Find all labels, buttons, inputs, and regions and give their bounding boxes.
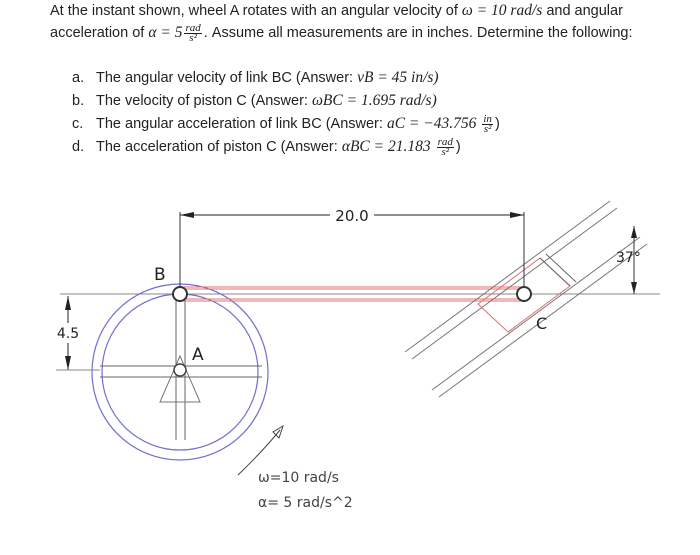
pin-support-a [159, 354, 201, 403]
mechanism-figure: 20.0 4.5 37° B A C [50, 200, 660, 476]
pin-a [173, 363, 187, 377]
alpha-expression: α = 5 [148, 24, 183, 41]
problem-statement: At the instant shown, wheel A rotates wi… [50, 0, 690, 44]
piston-c [477, 253, 577, 333]
dimension-horizontal: 20.0 [179, 207, 525, 288]
wheel-a [91, 283, 269, 461]
angle-37-label: 37° [616, 250, 641, 266]
pin-c [516, 286, 532, 302]
given-parameters: ω=10 rad/s α= 5 rad/s^2 [258, 466, 353, 516]
alpha-note: α= 5 rad/s^2 [258, 495, 353, 511]
label-c: C [536, 314, 547, 333]
label-a: A [192, 345, 204, 365]
dimension-4-5-label: 4.5 [57, 326, 79, 342]
line2-post: . Assume all measurements are in inches.… [203, 25, 633, 41]
dimension-20-label: 20.0 [335, 207, 368, 225]
omega-note: ω=10 rad/s [258, 470, 339, 486]
line1-pre: At the instant shown, wheel A rotates wi… [50, 3, 458, 19]
angle-dimension: 37° [616, 226, 641, 294]
line2-pre: acceleration of [50, 25, 145, 41]
omega-expression: ω = 10 rad/s [461, 2, 543, 19]
link-bc [180, 286, 525, 302]
label-b: B [154, 265, 166, 285]
line1-post: and angular [546, 3, 623, 19]
dimension-vertical: 4.5 [50, 296, 100, 371]
guide-rails [404, 200, 648, 398]
question-item-b: b.The velocity of piston C (Answer: ωBC … [72, 92, 437, 109]
question-item-a: a.The angular velocity of link BC (Answe… [72, 69, 439, 86]
pin-b [172, 286, 188, 302]
question-item-d: d.The acceleration of piston C (Answer: … [72, 135, 461, 158]
question-item-c: c.The angular acceleration of link BC (A… [72, 112, 500, 135]
rotation-arrow-icon [237, 424, 284, 476]
question-list: a.The angular velocity of link BC (Answe… [72, 66, 500, 158]
problem-line-1: At the instant shown, wheel A rotates wi… [50, 0, 690, 22]
